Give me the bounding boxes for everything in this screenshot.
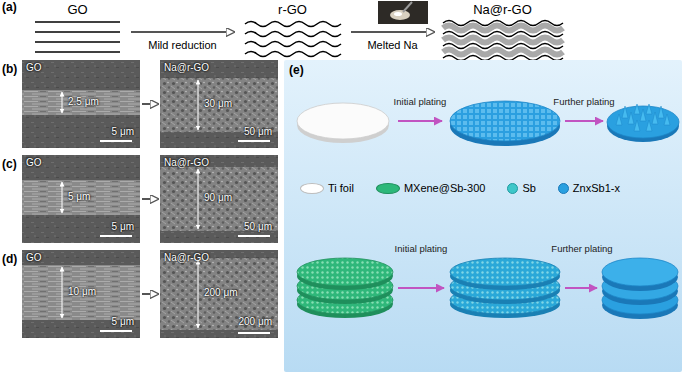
step-label: Initial plating — [395, 243, 448, 254]
dendrite-disk — [607, 104, 679, 142]
scale-bar-label: 50 μm — [244, 221, 272, 232]
stage-heading: GO — [26, 2, 129, 17]
melted-na-photo — [378, 1, 428, 24]
scale-bar-label: 5 μm — [112, 126, 134, 137]
sem-image: GO 10 μm 5 μm — [22, 250, 140, 338]
legend: Ti foil MXene@Sb-300 Sb ZnxSb1-x — [300, 182, 620, 194]
panel-background — [284, 60, 682, 372]
panel-letter: (d) — [2, 252, 17, 266]
plating-arrow — [398, 121, 603, 288]
stage-heading: r-GO — [236, 2, 349, 17]
step-label: Further plating — [553, 96, 614, 107]
panel-letter: (a) — [2, 0, 17, 14]
material-stage: r-GO — [236, 2, 349, 62]
legend-text: MXene@Sb-300 — [404, 182, 486, 194]
stage-heading: Na@r-GO — [436, 2, 569, 17]
sem-image: Na@r-GO 90 μm 50 μm — [160, 155, 278, 243]
material-stage: Na@r-GO — [436, 2, 569, 62]
legend-text: Ti foil — [328, 182, 354, 194]
material-stage: GO — [26, 2, 129, 62]
material-name: Na@r-GO — [164, 157, 209, 168]
arrow-label: Melted Na — [367, 39, 417, 51]
plated-disk — [450, 101, 560, 146]
legend-item: ZnxSb1-x — [558, 182, 620, 194]
step-label: Further plating — [551, 243, 612, 254]
arrow-label: Mild reduction — [148, 39, 216, 51]
material-name: GO — [26, 252, 42, 263]
legend-swatch — [300, 183, 324, 194]
legend-text: ZnxSb1-x — [573, 182, 620, 194]
process-arrow — [142, 103, 158, 105]
sem-micrographs — [22, 60, 278, 338]
material-name: Na@r-GO — [164, 252, 209, 263]
thickness-label: 5 μm — [68, 191, 90, 202]
sem-image: GO 2.5 μm 5 μm — [22, 60, 140, 148]
legend-text: Sb — [522, 182, 535, 194]
legend-swatch — [558, 183, 569, 194]
smooth-plated-stack — [602, 258, 678, 319]
process-arrow — [131, 31, 234, 33]
material-name: GO — [26, 62, 42, 73]
sem-image: Na@r-GO 30 μm 50 μm — [160, 60, 278, 148]
thickness-label: 2.5 μm — [68, 96, 99, 107]
panel-letter: (e) — [289, 63, 304, 77]
go-stack — [35, 22, 120, 52]
process-arrow — [351, 31, 434, 33]
legend-item: MXene@Sb-300 — [376, 182, 486, 194]
sem-image: Na@r-GO 200 μm 200 μm — [160, 250, 278, 338]
scale-bar-label: 50 μm — [244, 126, 272, 137]
step-label: Initial plating — [394, 96, 447, 107]
legend-swatch — [507, 183, 518, 194]
material-name: GO — [26, 157, 42, 168]
mxene-stack — [297, 258, 393, 318]
scale-bar-label: 200 μm — [238, 316, 272, 327]
material-name: Na@r-GO — [164, 62, 209, 73]
process-arrow — [142, 198, 158, 200]
thickness-label: 30 μm — [204, 98, 232, 109]
scale-bar-label: 5 μm — [112, 221, 134, 232]
sem-image: GO 5 μm 5 μm — [22, 155, 140, 243]
panel-letter: (c) — [2, 157, 17, 171]
thickness-label: 90 μm — [204, 192, 232, 203]
process-arrow — [142, 293, 158, 295]
thickness-label: 10 μm — [68, 286, 96, 297]
na-rgo-waves — [443, 21, 563, 61]
thickness-label: 200 μm — [204, 287, 238, 298]
legend-item: Ti foil — [300, 182, 354, 194]
scale-bar-label: 5 μm — [112, 316, 134, 327]
initial-plated-stack — [450, 258, 560, 318]
panel-letter: (b) — [2, 62, 17, 76]
legend-item: Sb — [507, 182, 535, 194]
rgo-waves — [245, 22, 341, 57]
ti-foil-disk — [297, 103, 389, 143]
legend-swatch — [376, 183, 400, 194]
